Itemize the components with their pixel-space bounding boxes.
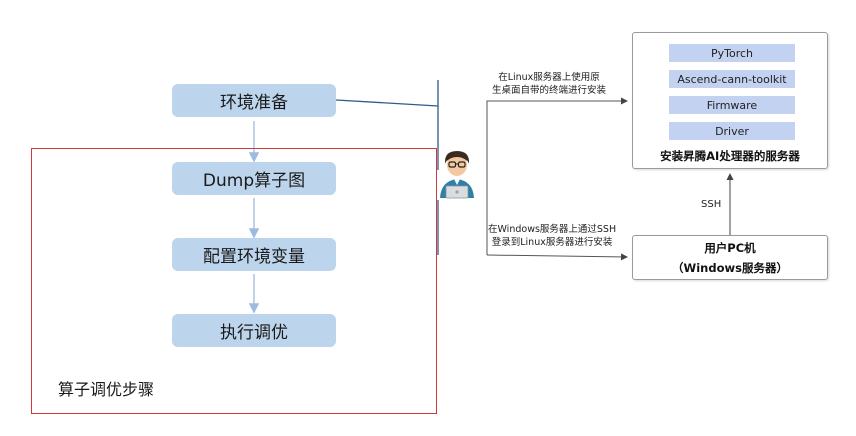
windows-note-line1: 在Windows服务器上通过SSH xyxy=(488,224,617,235)
connector-env-to-divider xyxy=(335,99,439,107)
step-env-prepare: 环境准备 xyxy=(172,84,336,117)
server-title: 安装昇腾AI处理器的服务器 xyxy=(660,149,800,163)
step-dump-graph: Dump算子图 xyxy=(172,162,336,195)
connector-to-server xyxy=(486,97,628,255)
steps-caption: 算子调优步骤 xyxy=(58,380,155,399)
linux-install-note: 在Linux服务器上使用原 生桌面自带的终端进行安装 xyxy=(492,71,606,97)
connector-to-pc xyxy=(486,253,628,261)
stack-cann-toolkit: Ascend-cann-toolkit xyxy=(669,70,795,88)
steps-frame xyxy=(31,148,437,414)
linux-note-line1: 在Linux服务器上使用原 xyxy=(498,72,600,83)
user-pc-box: 用户PC机 （Windows服务器） xyxy=(632,235,828,280)
person-at-laptop-icon xyxy=(440,151,474,199)
stack-firmware: Firmware xyxy=(669,96,795,114)
windows-note-line2: 登录到Linux服务器进行安装 xyxy=(491,237,613,248)
step-config-env-vars: 配置环境变量 xyxy=(172,238,336,271)
ssh-label: SSH xyxy=(701,199,722,210)
pc-title: 用户PC机 xyxy=(704,240,756,255)
linux-note-line2: 生桌面自带的终端进行安装 xyxy=(492,85,607,96)
pc-subtitle: （Windows服务器） xyxy=(672,260,788,275)
stack-driver: Driver xyxy=(669,122,795,140)
step-run-tuning: 执行调优 xyxy=(172,314,336,347)
ai-server-box: PyTorch Ascend-cann-toolkit Firmware Dri… xyxy=(632,32,828,169)
windows-install-note: 在Windows服务器上通过SSH 登录到Linux服务器进行安装 xyxy=(488,223,616,249)
stack-pytorch: PyTorch xyxy=(669,44,795,62)
